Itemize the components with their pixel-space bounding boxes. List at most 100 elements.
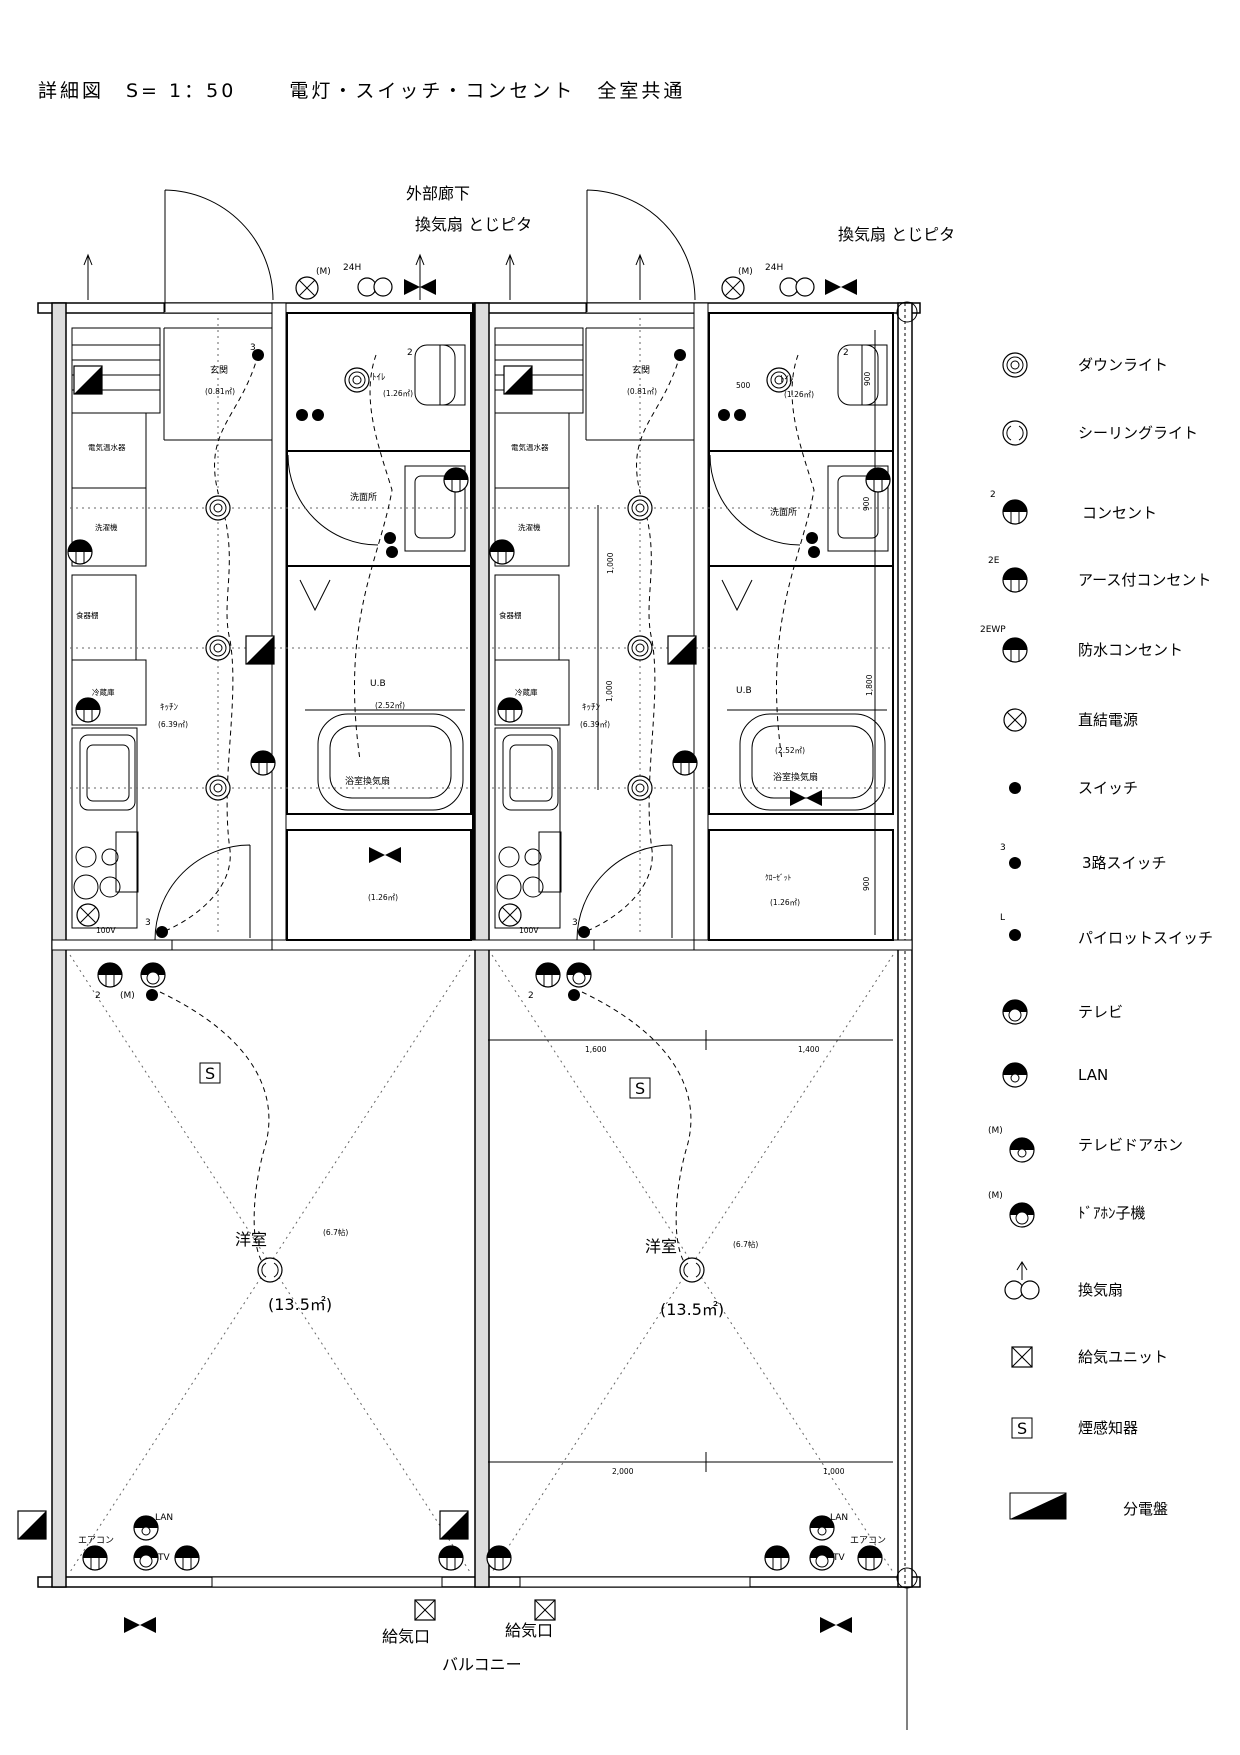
dim-1000: 1,000 bbox=[605, 680, 614, 702]
outlet-tag: 2 bbox=[407, 348, 413, 358]
bowtie-marker-icon bbox=[790, 790, 822, 806]
outlet-icon bbox=[865, 467, 891, 493]
distribution-board-icon bbox=[439, 1510, 469, 1540]
downlight-icon bbox=[205, 775, 231, 801]
room-western: 洋室 bbox=[235, 1230, 267, 1249]
room-western-jo: (6.7帖) bbox=[733, 1239, 758, 1249]
dim-1000: 1,000 bbox=[823, 1467, 845, 1476]
smoke-detector-icon: S bbox=[629, 1077, 651, 1099]
legend-label: ﾄﾞｱﾎﾝ子機 bbox=[1078, 1204, 1146, 1222]
tag-24h: 24H bbox=[765, 263, 783, 273]
intercom-handset-icon bbox=[721, 276, 745, 300]
outlet-icon bbox=[672, 750, 698, 776]
fan-label-right: 換気扇 とじピタ bbox=[838, 225, 955, 244]
v100-label: 100V bbox=[96, 926, 116, 935]
legend-outlet-icon bbox=[1002, 499, 1028, 525]
outlet-icon bbox=[438, 1545, 464, 1571]
dim-1000: 1,000 bbox=[606, 552, 615, 574]
legend-ceiling-light-icon bbox=[1002, 420, 1028, 446]
legend-label: スイッチ bbox=[1078, 779, 1138, 797]
intercom-handset-icon bbox=[295, 276, 319, 300]
supply-port-label: 給気口 bbox=[382, 1627, 430, 1646]
outlet-icon bbox=[535, 962, 561, 988]
legend-label: 3路スイッチ bbox=[1082, 854, 1167, 872]
legend-label: 換気扇 bbox=[1078, 1281, 1123, 1299]
direct-power-icon bbox=[498, 903, 522, 927]
room-toilet-area: (1.26㎡) bbox=[383, 389, 413, 398]
bowtie-marker-icon bbox=[820, 1617, 852, 1633]
tag-m: (M) bbox=[738, 267, 753, 277]
switch-icon bbox=[384, 532, 396, 544]
distribution-board-icon bbox=[503, 365, 533, 395]
dim-900: 900 bbox=[863, 371, 872, 386]
distribution-board-icon bbox=[667, 635, 697, 665]
building-walls bbox=[37, 301, 921, 1730]
bath-fan-label: 浴室換気扇 bbox=[345, 775, 390, 787]
tv-icon bbox=[133, 1545, 159, 1571]
outlet-icon bbox=[857, 1545, 883, 1571]
outlet-icon bbox=[497, 697, 523, 723]
tv-intercom-icon bbox=[140, 962, 166, 988]
balcony-label: バルコニー bbox=[442, 1655, 522, 1674]
room-western-jo: (6.7帖) bbox=[323, 1227, 348, 1237]
tag-m: (M) bbox=[316, 267, 331, 277]
legend: ダウンライト シーリングライト 2 コンセント 2E アース付コンセント 2EW… bbox=[980, 352, 1213, 1520]
switch-icon bbox=[808, 546, 820, 558]
air-supply-unit-icon bbox=[414, 1599, 436, 1621]
bath-fan-label: 浴室換気扇 bbox=[773, 771, 818, 783]
legend-air-supply-unit-icon bbox=[1011, 1346, 1033, 1368]
room-western-area: (13.5㎡) bbox=[268, 1295, 332, 1314]
legend-tag: (M) bbox=[988, 1126, 1003, 1136]
legend-switch-icon bbox=[1009, 782, 1021, 794]
outlet-icon bbox=[250, 750, 276, 776]
outlet-icon bbox=[489, 539, 515, 565]
legend-lan-icon bbox=[1002, 1062, 1028, 1088]
downlight-icon bbox=[205, 635, 231, 661]
ceiling-light-icon bbox=[257, 1257, 283, 1283]
tv-intercom-icon bbox=[566, 962, 592, 988]
legend-tag: 2EWP bbox=[980, 625, 1006, 635]
legend-tag: 2 bbox=[990, 490, 996, 500]
downlight-icon bbox=[627, 775, 653, 801]
room-kitchen-area: (6.39㎡) bbox=[580, 720, 610, 729]
switch-icon bbox=[312, 409, 324, 421]
legend-tag: L bbox=[1000, 913, 1005, 923]
room-bath: U.B bbox=[370, 679, 386, 689]
legend-label: 煙感知器 bbox=[1078, 1419, 1138, 1437]
dim-1800: 1,800 bbox=[865, 674, 874, 696]
ventilation-fan-icon bbox=[779, 277, 815, 297]
downlight-icon bbox=[627, 635, 653, 661]
aircon-label: エアコン bbox=[850, 1536, 886, 1546]
tag-24h: 24H bbox=[343, 263, 361, 273]
switch-icon bbox=[296, 409, 308, 421]
vent-arrows bbox=[83, 253, 645, 300]
smoke-detector-letter: S bbox=[205, 1064, 215, 1083]
legend-tv-icon bbox=[1002, 999, 1028, 1025]
lan-label: LAN bbox=[830, 1513, 848, 1523]
tv-label: TV bbox=[832, 1553, 845, 1563]
distribution-board-icon bbox=[17, 1510, 47, 1540]
outlet-tag: 2 bbox=[528, 991, 534, 1001]
fridge-label: 冷蔵庫 bbox=[515, 687, 538, 697]
outlet-tag: 2 bbox=[95, 991, 101, 1001]
corridor-label: 外部廊下 bbox=[406, 184, 470, 203]
water-heater-label: 電気温水器 bbox=[511, 442, 549, 452]
switch-icon bbox=[734, 409, 746, 421]
lan-label: LAN bbox=[155, 1513, 173, 1523]
legend-label: シーリングライト bbox=[1078, 424, 1198, 442]
legend-label: テレビドアホン bbox=[1078, 1136, 1183, 1154]
fan-label-left: 換気扇 とじピタ bbox=[415, 215, 532, 234]
distribution-board-icon bbox=[73, 365, 103, 395]
downlight-icon bbox=[344, 367, 370, 393]
room-kitchen: ｷｯﾁﾝ bbox=[160, 702, 179, 713]
dim-900: 900 bbox=[862, 496, 871, 511]
legend-smoke-detector-icon: S bbox=[1017, 1419, 1027, 1438]
outlet-icon bbox=[174, 1545, 200, 1571]
legend-tag: (M) bbox=[988, 1191, 1003, 1201]
bowtie-marker-icon bbox=[124, 1617, 156, 1633]
outlet-icon bbox=[764, 1545, 790, 1571]
legend-ventilation-fan-icon bbox=[1004, 1280, 1040, 1300]
room-entrance-area: (0.81㎡) bbox=[205, 387, 235, 396]
v100-label: 100V bbox=[519, 926, 539, 935]
